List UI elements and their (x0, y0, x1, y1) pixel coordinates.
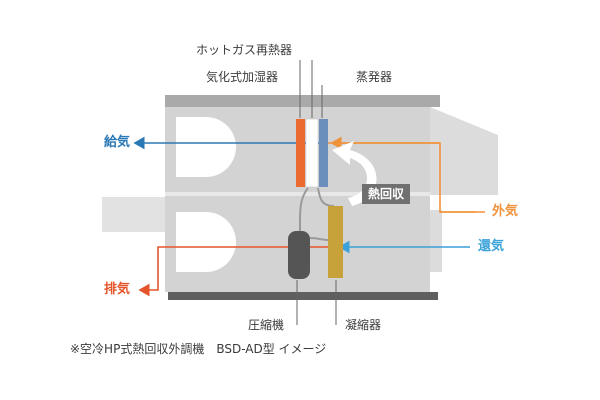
compressor (288, 231, 310, 279)
base-strip (168, 292, 438, 300)
evaporator (319, 119, 328, 187)
upper-hood (430, 107, 498, 195)
hot-gas-reheater-label: ホットガス再熱器 (196, 43, 293, 57)
heat-recovery-badge: 熱回収 (362, 184, 411, 204)
exhaust-fan (176, 212, 236, 272)
diagram-caption: ※空冷HP式熱回収外調機 BSD-AD型 イメージ (70, 342, 327, 356)
condenser (328, 206, 343, 278)
vaporizing-humidifier-label: 気化式加湿器 (206, 70, 279, 84)
roof-strip (165, 95, 440, 107)
evaporator-label: 蒸発器 (356, 70, 393, 84)
outdoor-air-label: 外気 (492, 204, 519, 219)
condenser-label: 凝縮器 (345, 318, 382, 332)
return-air-label: 還気 (478, 239, 505, 254)
lower-hood (430, 210, 442, 272)
hot-gas-reheater (296, 119, 305, 187)
exhaust-duct (102, 197, 165, 232)
supply-air-label: 給気 (104, 135, 131, 150)
compressor-label: 圧縮機 (248, 318, 285, 332)
vaporizing-humidifier (305, 118, 319, 188)
exhaust-air-label: 排気 (104, 282, 131, 297)
deck-divider (165, 192, 430, 196)
supply-fan (176, 117, 236, 177)
